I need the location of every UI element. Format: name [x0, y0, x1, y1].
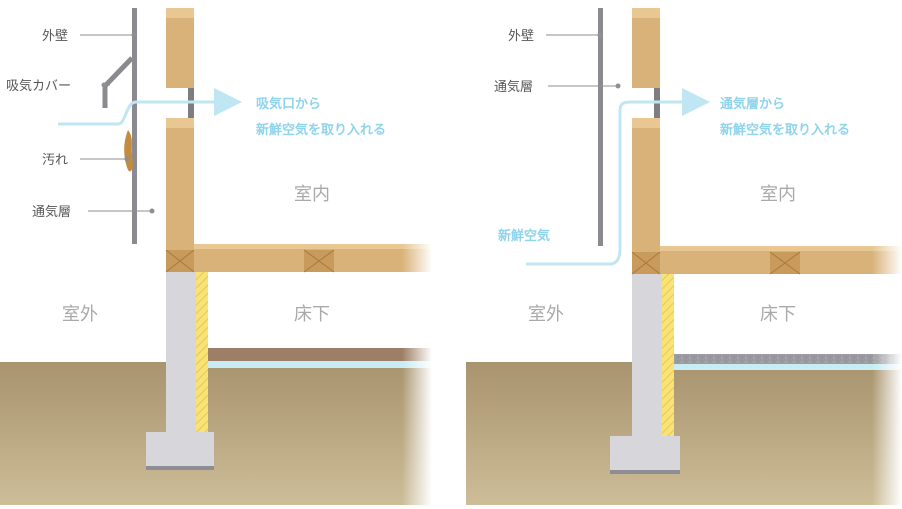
airflow-line — [526, 100, 682, 266]
wall-stud-upper — [166, 8, 194, 88]
foundation-wall — [166, 272, 196, 438]
outer-wall-cladding — [132, 8, 137, 244]
label-ventilation-layer: 通気層 — [494, 79, 533, 95]
moisture-barrier — [207, 361, 432, 368]
label-dirt: 汚れ — [42, 153, 68, 168]
sill-box-left — [165, 249, 195, 273]
moisture-barrier — [674, 364, 902, 370]
floor-beam — [166, 248, 432, 272]
wall-stud-lower — [632, 118, 660, 252]
room-outdoor: 室外 — [62, 304, 98, 325]
joist-box-right — [769, 251, 801, 275]
ground — [466, 362, 902, 505]
right-panel: 外壁 通気層 新鮮空気 通気層から 新鮮空気を取り入れる 室内 室外 床下 — [466, 8, 902, 505]
label-outer-wall: 外壁 — [508, 29, 534, 44]
callout-line-1: 通気層から — [720, 96, 785, 112]
foundation-wall — [632, 274, 662, 442]
airflow-arrow — [682, 88, 710, 116]
room-underfloor: 床下 — [760, 304, 796, 325]
floor-beam — [632, 250, 902, 274]
ground — [0, 362, 432, 505]
underfloor-soil — [207, 348, 432, 362]
label-outer-wall: 外壁 — [42, 29, 68, 44]
label-intake-cover: 吸気カバー — [6, 78, 71, 94]
joist-box-left — [303, 249, 335, 273]
airflow-line — [58, 100, 214, 126]
callout-line-2: 新鮮空気を取り入れる — [256, 122, 386, 138]
callout-line-1: 吸気口から — [256, 96, 321, 112]
room-indoor: 室内 — [294, 184, 330, 205]
sill-box-right — [631, 251, 661, 275]
footing — [146, 432, 214, 470]
room-outdoor: 室外 — [528, 304, 564, 325]
left-panel: 外壁 吸気カバー 汚れ 通気層 吸気口から 新鮮空気を取り入れる 室内 室外 床… — [0, 8, 432, 505]
room-indoor: 室内 — [760, 184, 796, 205]
callout-line-2: 新鮮空気を取り入れる — [720, 122, 850, 138]
wall-stud-lower — [166, 118, 194, 250]
room-underfloor: 床下 — [294, 304, 330, 325]
label-ventilation-layer: 通気層 — [32, 204, 71, 220]
insulation — [196, 272, 208, 432]
dirt-stain — [124, 130, 133, 172]
airflow-arrow — [214, 88, 242, 116]
label-fresh-air: 新鮮空気 — [498, 228, 550, 244]
underfloor-gravel — [674, 354, 902, 364]
outer-wall-cladding — [598, 8, 603, 246]
insulation — [662, 274, 674, 436]
intake-cover — [102, 56, 134, 108]
footing — [610, 436, 680, 474]
wall-stud-upper — [632, 8, 660, 88]
